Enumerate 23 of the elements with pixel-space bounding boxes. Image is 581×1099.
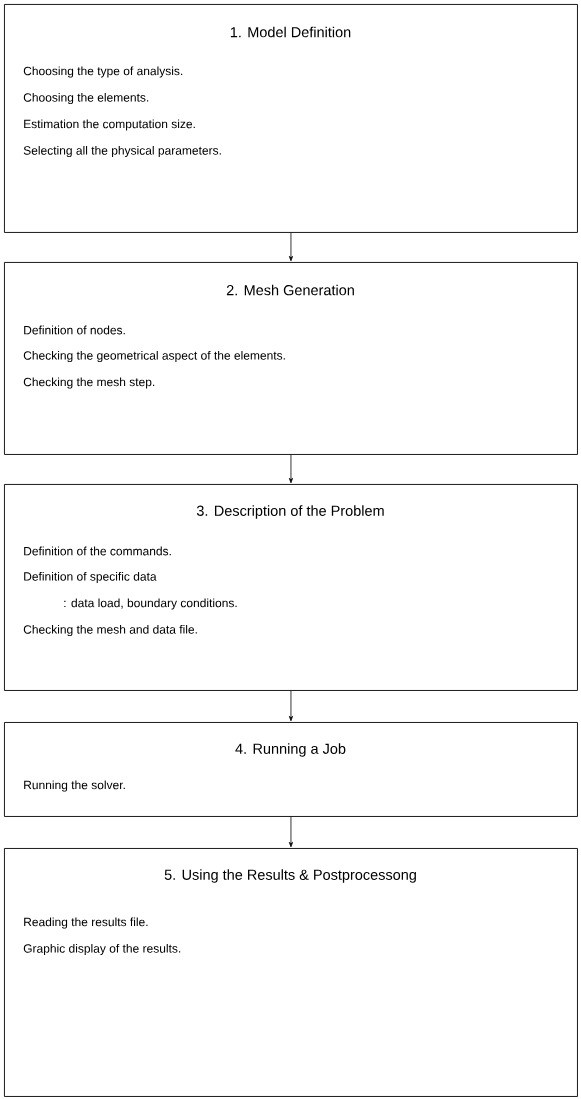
arrow bbox=[288, 454, 293, 484]
step-text: : data load, boundary conditions. bbox=[64, 598, 237, 610]
arrow bbox=[288, 816, 293, 848]
step-text: Checking the geometrical aspect of the elements. bbox=[23, 350, 285, 363]
box-heading: 1. Model Definition bbox=[230, 26, 351, 38]
step-text: Checking the mesh and data file. bbox=[23, 624, 197, 637]
step-text: Reading the results file. bbox=[24, 917, 148, 929]
step-text: Estimation the computation size. bbox=[24, 119, 195, 131]
step-text: Definition of nodes. bbox=[24, 325, 125, 335]
step-text: Choosing the type of analysis. bbox=[23, 66, 183, 78]
step-text: Choosing the elements. bbox=[23, 92, 149, 105]
step-text: Running the solver. bbox=[24, 780, 125, 792]
box-heading: 3. Description of the Problem bbox=[196, 505, 384, 519]
box-heading: 5. Using the Results & Postprocessong bbox=[164, 869, 416, 883]
step-text: Graphic display of the results. bbox=[23, 943, 181, 956]
arrow bbox=[288, 690, 293, 722]
step-text: Checking the mesh step. bbox=[23, 377, 155, 389]
step-text: Definition of the commands. bbox=[24, 546, 171, 556]
box-heading: 2. Mesh Generation bbox=[226, 284, 354, 296]
step-text: Selecting all the physical parameters. bbox=[23, 145, 221, 158]
box-heading: 4. Running a Job bbox=[235, 743, 346, 757]
step-text: Definition of specific data bbox=[24, 571, 157, 584]
arrow bbox=[288, 232, 293, 262]
